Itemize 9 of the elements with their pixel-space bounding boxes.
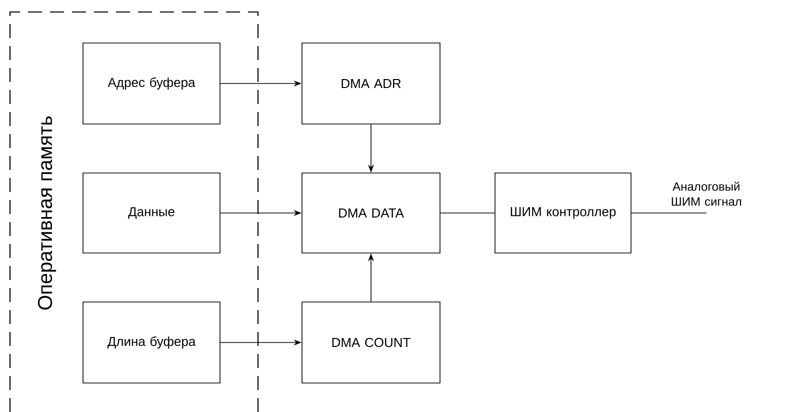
block-box: Длина буфера — [82, 302, 220, 384]
block-box: DMA COUNT — [302, 302, 440, 384]
edge-label: Аналоговый ШИМ сигнал — [672, 182, 742, 206]
block-box: DMA ADR — [302, 42, 440, 124]
block-box: Данные — [82, 172, 220, 254]
block-box: ШИМ контроллер — [494, 172, 632, 254]
block-box: DMA DATA — [302, 172, 440, 254]
block-box: Адрес буфера — [82, 42, 220, 124]
signal-line — [631, 212, 707, 214]
